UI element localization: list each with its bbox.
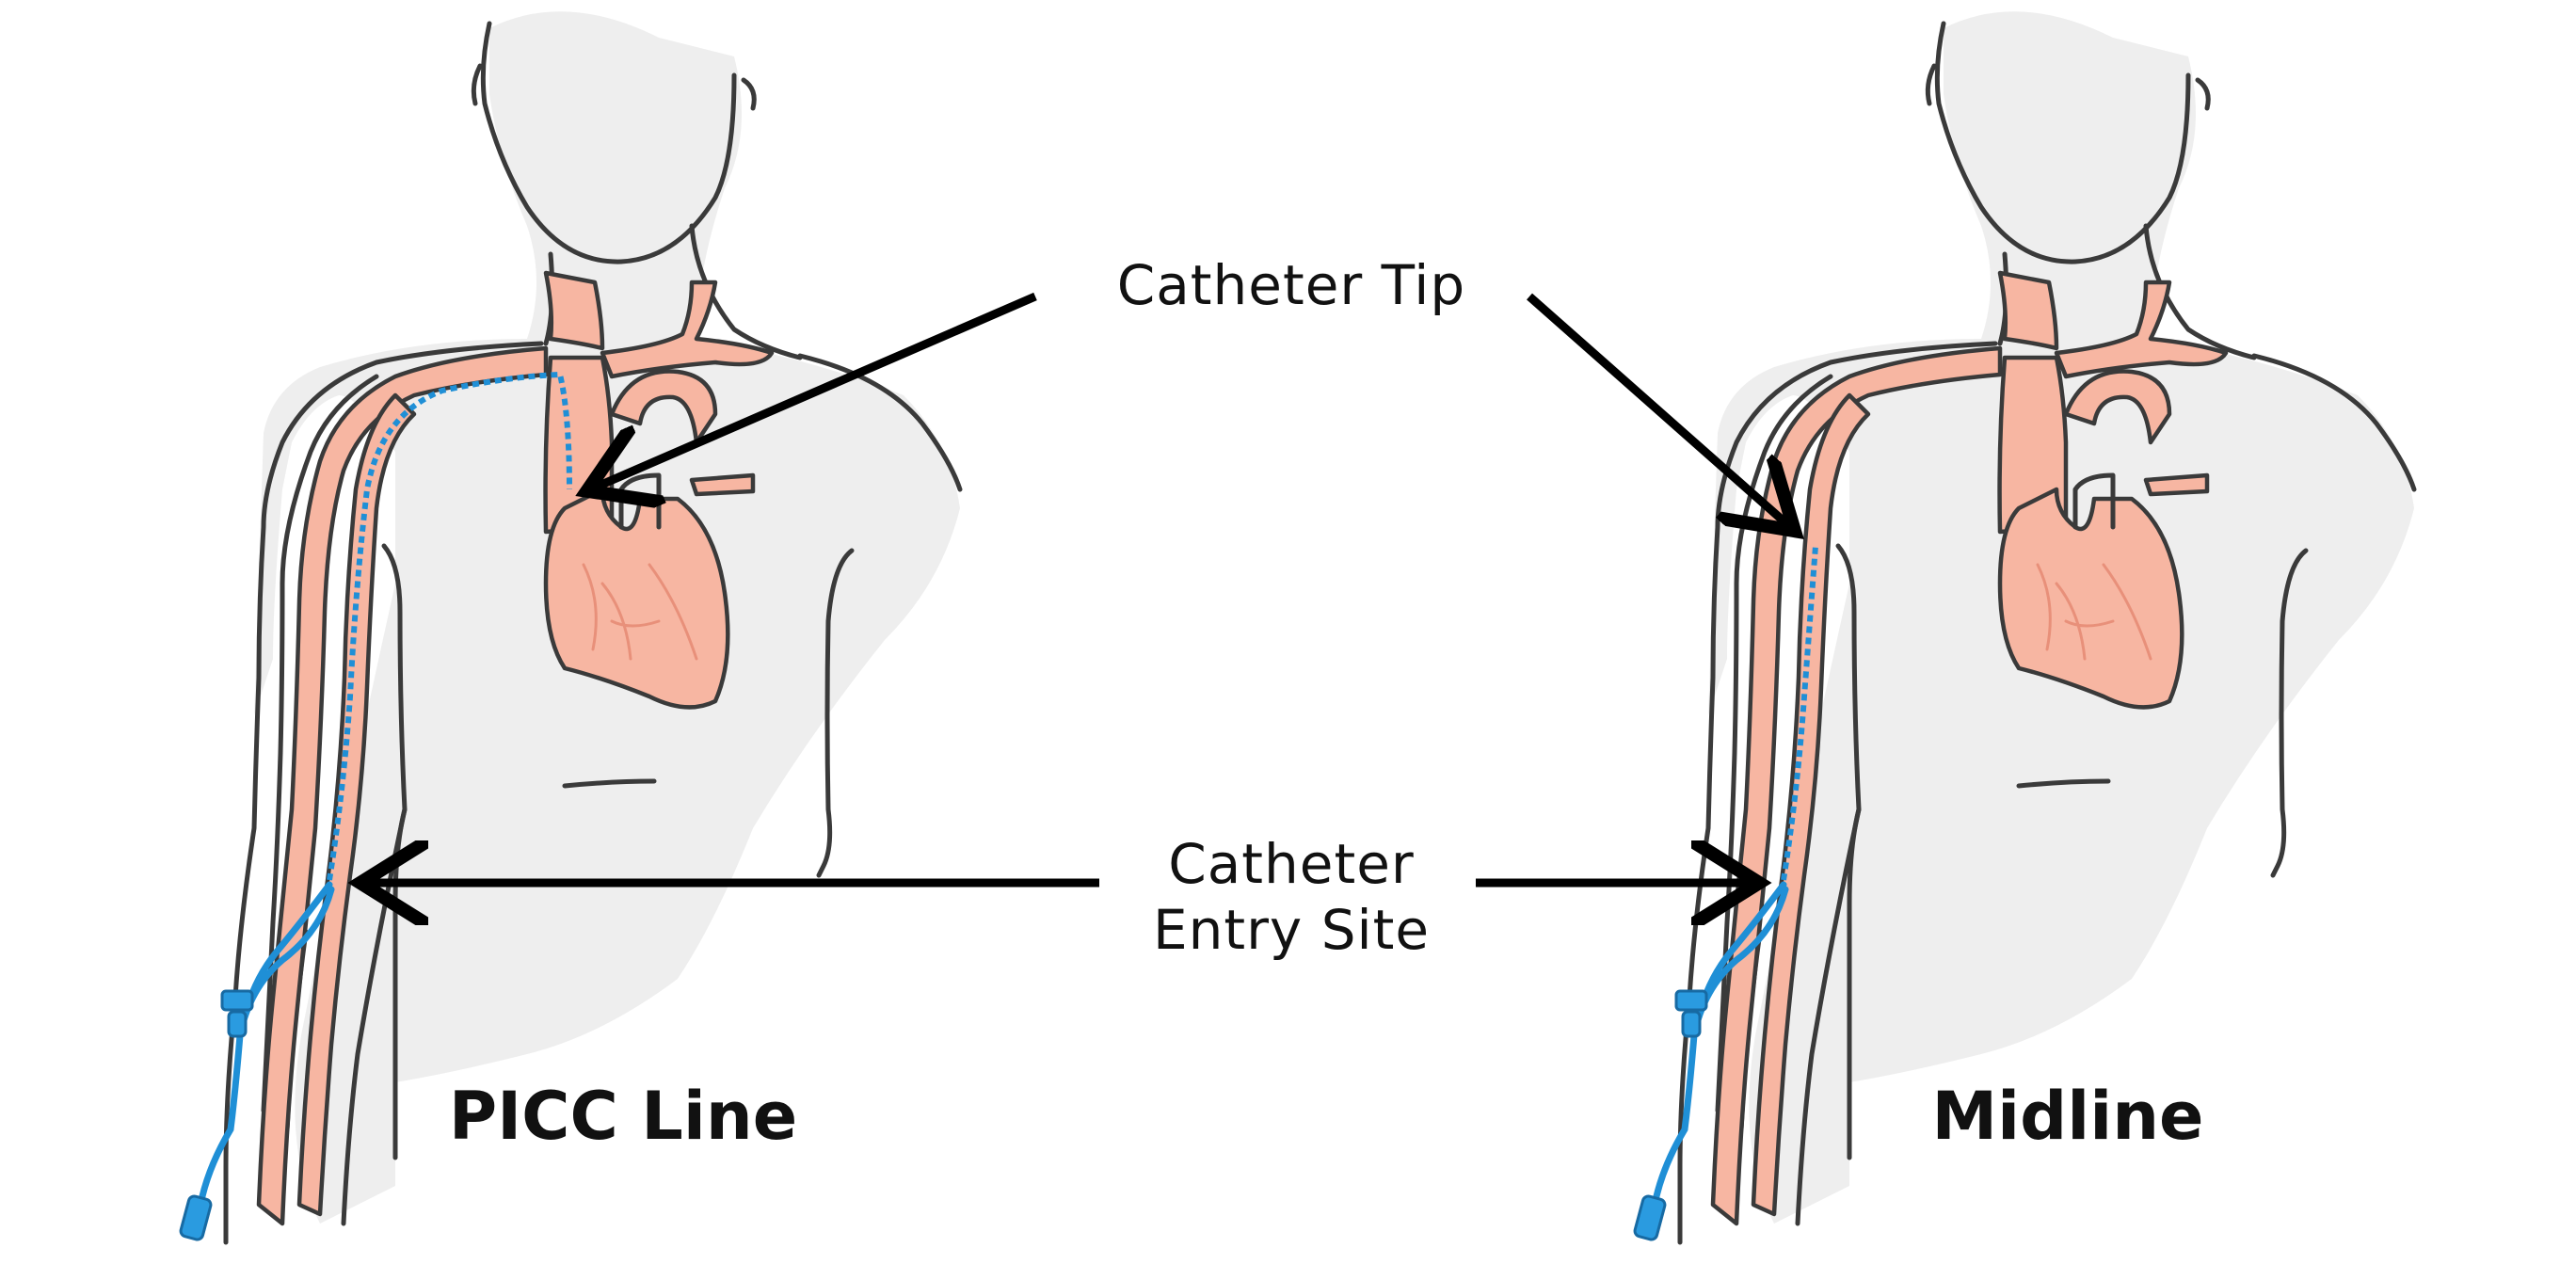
picc-title: PICC Line: [449, 1078, 797, 1155]
midline-title: Midline: [1931, 1078, 2203, 1155]
midline-figure: [1634, 11, 2414, 1242]
catheter-tip-label: Catheter Tip: [1117, 253, 1466, 317]
midline-catheter: [1781, 545, 1818, 881]
picc-figure: [180, 11, 960, 1242]
arrow-tip-left: [595, 292, 1037, 488]
entry-site-label-line1: Catheter: [1168, 832, 1415, 896]
picc-catheter: [327, 371, 572, 881]
arrow-tip-right: [1527, 293, 1788, 525]
entry-site-label-line2: Entry Site: [1153, 898, 1430, 962]
